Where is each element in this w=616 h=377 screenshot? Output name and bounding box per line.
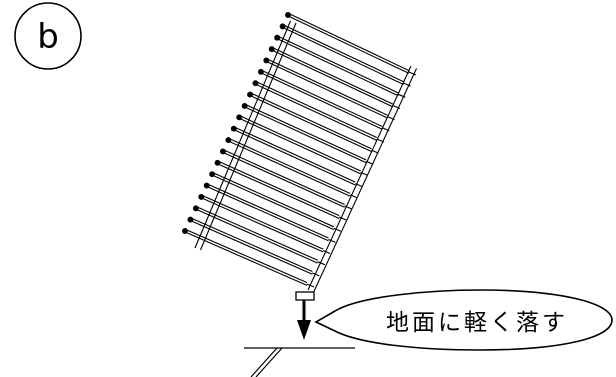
grating-rung-end [268, 46, 275, 53]
grating-left-rail [194, 20, 297, 251]
grating-rung-end [241, 102, 248, 109]
grating-rung-line [277, 35, 399, 94]
bottom-bracket [295, 291, 315, 301]
grating-rung-line [239, 118, 361, 175]
grating-rung-line [267, 58, 388, 116]
grating-rung-line [223, 149, 345, 205]
grating-right-rail [307, 65, 417, 293]
grating-rung-stub [355, 183, 363, 188]
grating-rung-stub [344, 205, 352, 210]
grating-rung-line [261, 69, 383, 127]
grating-rung-line [207, 186, 329, 242]
grating-rung-end [214, 159, 221, 166]
callout-bubble: 地面に軽く落す [314, 289, 613, 351]
grating-rung-stub [349, 194, 358, 199]
grating-rung-end [247, 91, 254, 98]
grating-rung-line [283, 27, 404, 86]
ground-line [244, 347, 355, 377]
grating-rung-end [263, 57, 270, 64]
grating-rung-end [274, 34, 281, 41]
grating-rung-end [252, 80, 259, 87]
grating-rung-line [283, 24, 404, 83]
grating-rung-line [288, 13, 410, 72]
grating-rung-line [207, 183, 329, 239]
grating-rung-end [209, 171, 216, 178]
grating-rung-end [257, 68, 264, 75]
grating-rung-line [196, 209, 318, 264]
panel-label: b [14, 2, 82, 70]
grating-rung-end [203, 182, 210, 189]
grating-rung-end [219, 148, 226, 155]
grating-rung-line [191, 220, 313, 275]
grating-rung-line [218, 160, 340, 217]
grating-rung-end [230, 125, 237, 132]
grating-rung-stub [365, 160, 374, 165]
grating-rung-stub [392, 104, 401, 109]
grating-rung-line [202, 194, 324, 250]
grating-rung-line [223, 152, 345, 208]
grating-rung-stub [338, 216, 347, 221]
grating-rung-line [288, 15, 410, 74]
grating-rung-line [256, 84, 378, 141]
grating-rung-end [285, 12, 291, 18]
grating-rung-line [250, 95, 372, 153]
grating-rung-line [277, 38, 399, 97]
grating-rung-stubs [306, 71, 417, 288]
grating-rung-end [192, 205, 199, 212]
grating-rung-line [267, 61, 388, 119]
grating-rung-line [272, 50, 394, 108]
grating [182, 12, 417, 293]
grating-rung-stub [333, 227, 342, 232]
drop-arrow-icon [297, 300, 311, 340]
grating-rung-line [245, 104, 367, 161]
grating-rung-stub [408, 71, 417, 76]
grating-rung-line [234, 129, 356, 186]
grating-rung-end [236, 114, 243, 121]
grating-rung-stub [403, 82, 411, 87]
grating-rung-line [272, 47, 394, 105]
grating-rung-line [212, 175, 335, 231]
panel-label-text: b [37, 17, 59, 57]
grating-rung-line [261, 72, 383, 130]
grating-rung-stub [398, 93, 406, 98]
grating-rung-line [256, 81, 378, 139]
grating-rung-end [225, 137, 232, 144]
grating-rung-line [196, 206, 318, 261]
grating-rung-end [198, 193, 205, 200]
grating-rung-line [185, 231, 308, 286]
grating-rung-stub [381, 127, 390, 132]
grating-rung-line [239, 115, 361, 172]
grating-rung-stub [322, 250, 331, 255]
grating-rung-line [245, 106, 367, 164]
grating-rung-line [202, 197, 324, 253]
grating-rung-stub [317, 261, 325, 266]
grating-rung-stub [376, 138, 385, 143]
grating-rung-line [234, 126, 356, 183]
grating-rung-end [279, 23, 286, 30]
grating-rung-line [185, 229, 308, 284]
grating-rung-line [218, 163, 340, 219]
grating-rung-stub [306, 283, 315, 288]
callout-text: 地面に軽く落す [386, 310, 568, 336]
grating-rung-line [212, 172, 335, 228]
grating-rung-line [229, 138, 351, 194]
grating-rung-end [182, 228, 188, 234]
grating-rung-stub [371, 149, 379, 154]
grating-rung-stub [360, 171, 368, 176]
callout-outline [314, 289, 613, 351]
grating-rung-line [250, 92, 372, 150]
grating-rung-stub [387, 116, 395, 121]
grating-rung-stub [312, 272, 320, 277]
grating-rung-line [229, 140, 351, 197]
grating-rung-end [187, 216, 194, 223]
panel-label-circle [14, 2, 82, 70]
grating-rung-line [191, 217, 313, 272]
grating-rungs [182, 12, 410, 286]
grating-rung-stub [328, 238, 336, 243]
